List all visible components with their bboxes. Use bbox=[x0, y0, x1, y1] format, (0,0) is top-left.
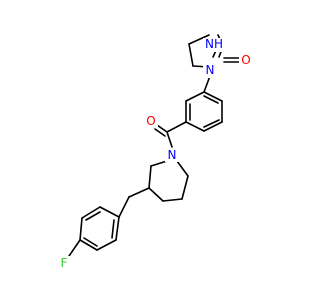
piperidine-ring bbox=[148, 160, 189, 202]
molecule-structure: NH N O O N F bbox=[0, 0, 300, 300]
fluorine-label: F bbox=[61, 256, 68, 270]
piperidine-n-label: N bbox=[168, 148, 177, 162]
ethyl-linker bbox=[118, 187, 150, 218]
central-phenyl-ring bbox=[185, 91, 223, 132]
urea-o-label: O bbox=[241, 53, 250, 67]
background bbox=[0, 0, 300, 300]
atom-labels: NH N O O N F bbox=[58, 37, 253, 270]
nh-label: NH bbox=[205, 37, 223, 51]
amide-carbonyl bbox=[154, 121, 187, 148]
fluorophenyl-ring bbox=[66, 206, 120, 260]
amide-o-label: O bbox=[146, 114, 155, 128]
urea-n-label: N bbox=[206, 63, 215, 77]
